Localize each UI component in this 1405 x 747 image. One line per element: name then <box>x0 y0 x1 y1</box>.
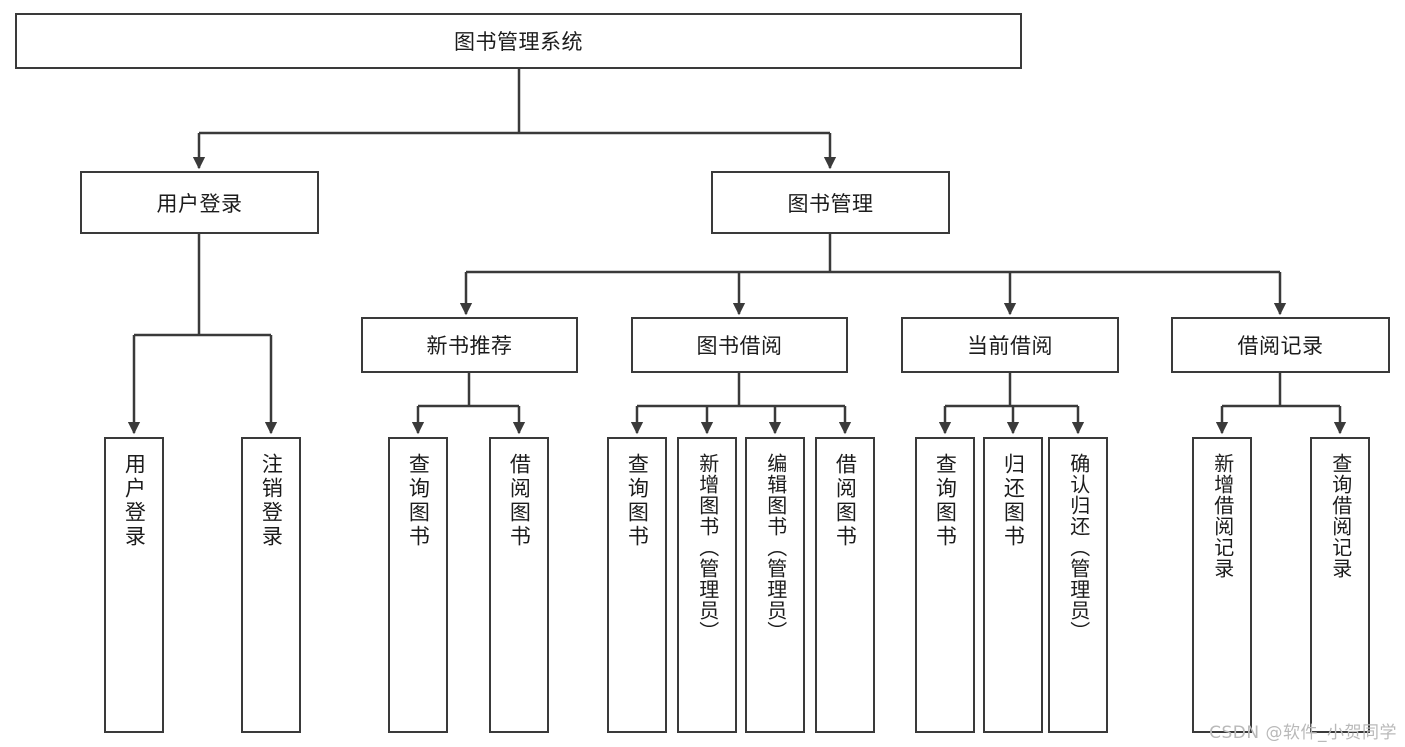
node-root[interactable]: 图书管理系统 <box>15 13 1022 69</box>
node-leaf-add-book-label: 新增图书（管理员） <box>695 453 720 642</box>
node-leaf-borrow-book-1-label: 借阅图书 <box>507 453 532 549</box>
node-leaf-query-book-2-label: 查询图书 <box>625 453 650 549</box>
node-user-login-label: 用户登录 <box>156 191 243 216</box>
node-leaf-add-record[interactable]: 新增借阅记录 <box>1192 437 1252 733</box>
node-current-borrow-label: 当前借阅 <box>967 334 1053 358</box>
node-leaf-return-book-label: 归还图书 <box>1001 453 1026 549</box>
node-leaf-add-book[interactable]: 新增图书（管理员） <box>677 437 737 733</box>
node-leaf-user-login-label: 用户登录 <box>122 453 147 549</box>
node-leaf-confirm-return[interactable]: 确认归还（管理员） <box>1048 437 1108 733</box>
node-leaf-return-book[interactable]: 归还图书 <box>983 437 1043 733</box>
node-leaf-query-book-3-label: 查询图书 <box>933 453 958 549</box>
node-leaf-borrow-book-1[interactable]: 借阅图书 <box>489 437 549 733</box>
node-book-borrow[interactable]: 图书借阅 <box>631 317 848 373</box>
node-leaf-logout-label: 注销登录 <box>259 453 284 549</box>
node-borrow-record-label: 借阅记录 <box>1237 334 1324 358</box>
node-leaf-borrow-book-2-label: 借阅图书 <box>833 453 858 549</box>
node-new-book-recommend-label: 新书推荐 <box>426 334 513 358</box>
node-leaf-query-record[interactable]: 查询借阅记录 <box>1310 437 1370 733</box>
node-leaf-confirm-return-label: 确认归还（管理员） <box>1066 453 1091 642</box>
node-leaf-add-record-label: 新增借阅记录 <box>1210 453 1235 579</box>
node-leaf-edit-book[interactable]: 编辑图书（管理员） <box>745 437 805 733</box>
node-book-borrow-label: 图书借阅 <box>696 334 783 358</box>
node-user-login[interactable]: 用户登录 <box>80 171 319 234</box>
node-leaf-query-book-1[interactable]: 查询图书 <box>388 437 448 733</box>
node-new-book-recommend[interactable]: 新书推荐 <box>361 317 578 373</box>
watermark: CSDN @软件_小贺同学 <box>1209 723 1397 743</box>
node-leaf-logout[interactable]: 注销登录 <box>241 437 301 733</box>
node-book-management-label: 图书管理 <box>787 191 874 216</box>
node-leaf-query-record-label: 查询借阅记录 <box>1328 453 1353 579</box>
node-leaf-query-book-3[interactable]: 查询图书 <box>915 437 975 733</box>
node-leaf-user-login[interactable]: 用户登录 <box>104 437 164 733</box>
node-borrow-record[interactable]: 借阅记录 <box>1171 317 1390 373</box>
node-leaf-query-book-2[interactable]: 查询图书 <box>607 437 667 733</box>
node-current-borrow[interactable]: 当前借阅 <box>901 317 1119 373</box>
node-leaf-query-book-1-label: 查询图书 <box>406 453 431 549</box>
node-leaf-borrow-book-2[interactable]: 借阅图书 <box>815 437 875 733</box>
node-leaf-edit-book-label: 编辑图书（管理员） <box>763 453 788 642</box>
node-root-label: 图书管理系统 <box>454 30 583 54</box>
node-book-management[interactable]: 图书管理 <box>711 171 950 234</box>
